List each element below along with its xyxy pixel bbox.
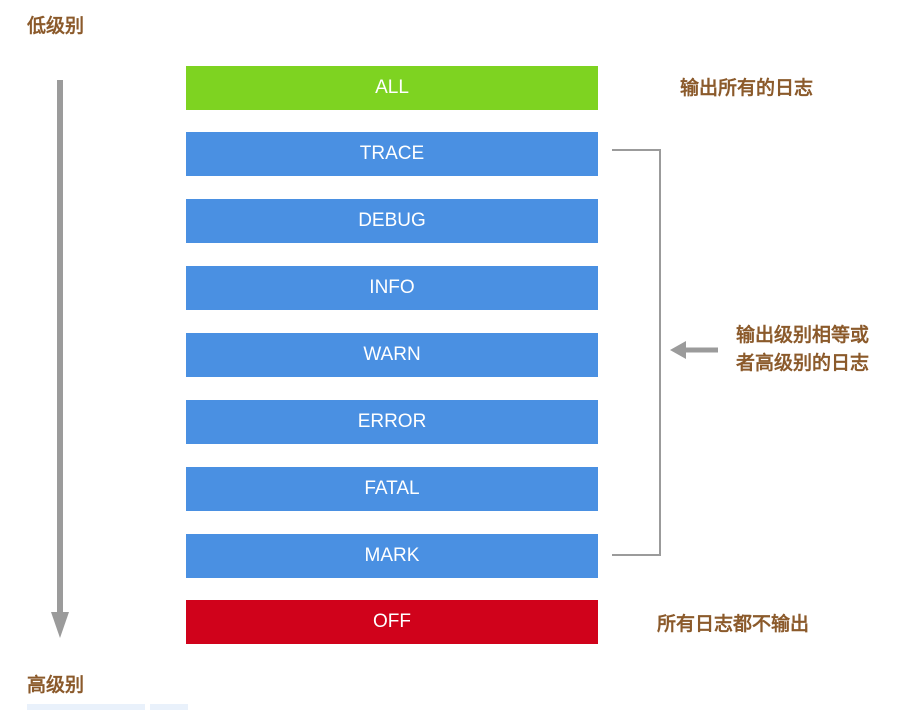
level-label: TRACE [359,143,425,164]
direction-arrow-head [51,612,69,638]
bottom-fragment [27,704,145,710]
level-label: ALL [375,77,409,98]
level-label: ERROR [357,411,427,432]
level-box-error: ERROR [186,400,598,444]
level-box-trace: TRACE [186,132,598,176]
high-level-label: 高级别 [27,674,85,696]
level-box-off: OFF [186,600,598,644]
level-label: DEBUG [358,210,426,231]
bracket-pointer-head [670,341,686,359]
low-level-label: 低级别 [27,15,85,37]
note-range-line-2: 者高级别的日志 [736,352,870,374]
level-label: MARK [364,545,420,566]
level-label: FATAL [364,478,420,499]
range-bracket [612,149,661,556]
level-box-mark: MARK [186,534,598,578]
level-box-warn: WARN [186,333,598,377]
note-output-none: 所有日志都不输出 [657,613,810,635]
note-output-range: 输出级别相等或 者高级别的日志 [736,321,869,377]
bottom-fragment [150,704,188,710]
level-label: INFO [369,277,415,298]
note-output-all: 输出所有的日志 [680,77,814,99]
level-label: WARN [363,344,421,365]
level-box-info: INFO [186,266,598,310]
level-label: OFF [373,611,411,632]
level-box-all: ALL [186,66,598,110]
note-range-line-1: 输出级别相等或 [736,324,870,346]
level-box-fatal: FATAL [186,467,598,511]
level-box-debug: DEBUG [186,199,598,243]
